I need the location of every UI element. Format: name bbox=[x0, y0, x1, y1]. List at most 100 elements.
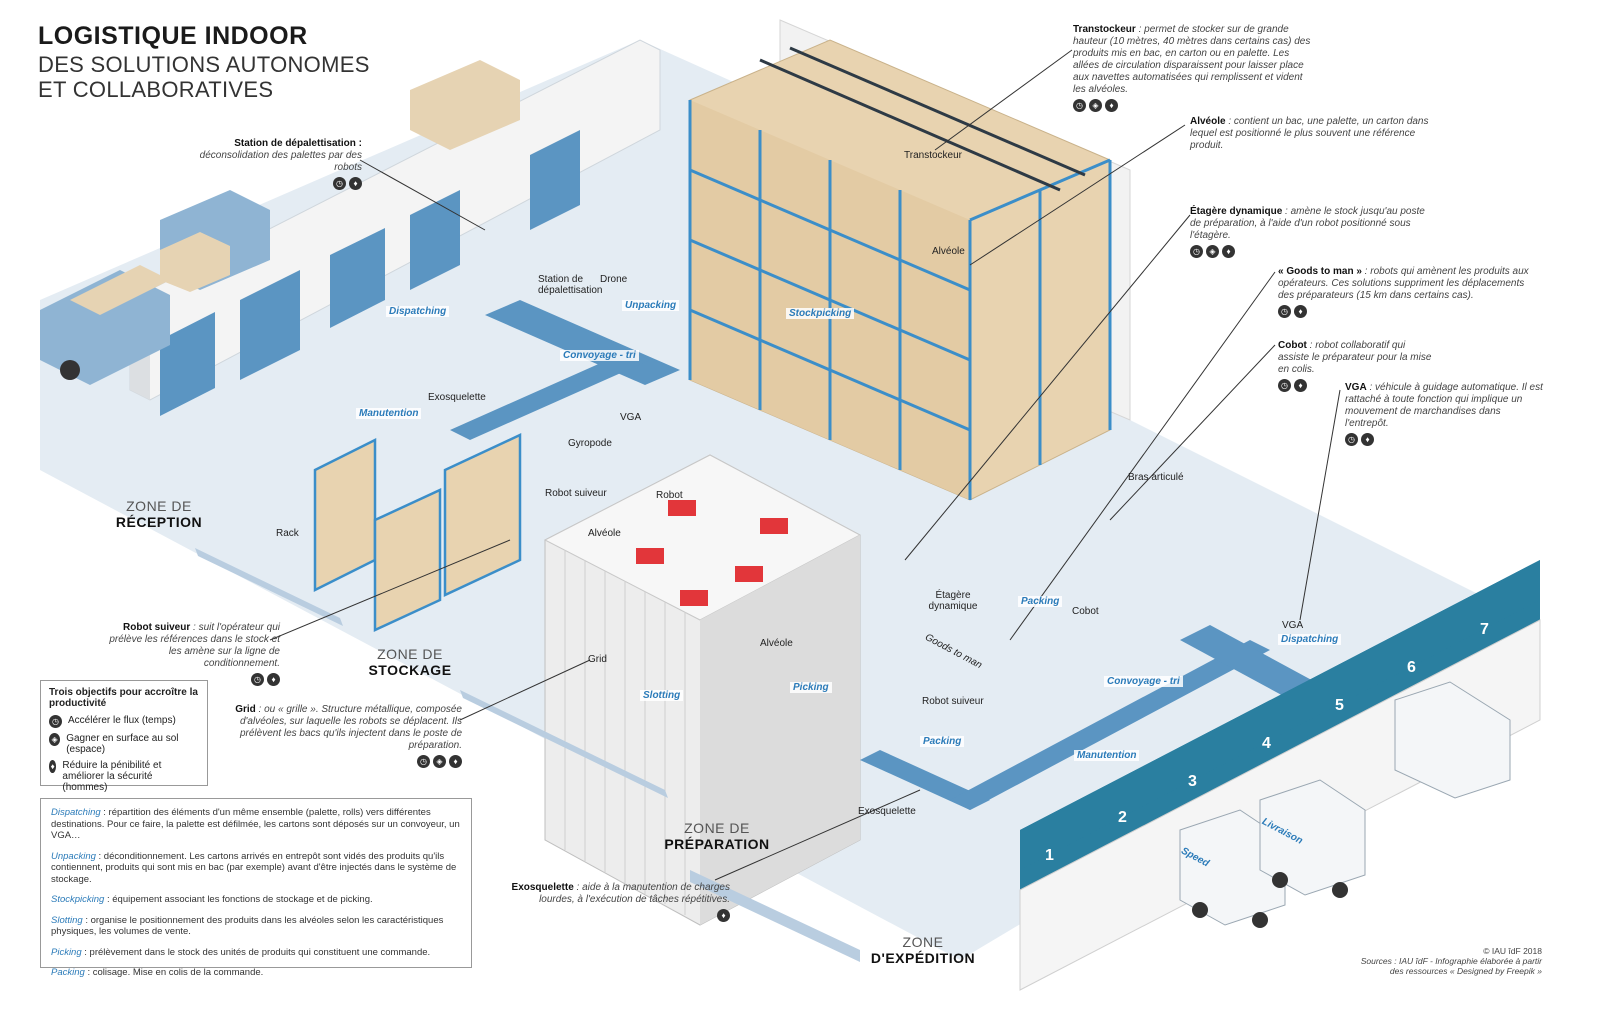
process-packing-2: Packing bbox=[920, 736, 965, 747]
callout-transtockeur-icons: ◷◈♦ bbox=[1073, 99, 1313, 112]
truck-1 bbox=[40, 265, 170, 385]
callout-robot-suiveur-icons: ◷♦ bbox=[94, 673, 280, 686]
clock-icon: ◷ bbox=[1278, 379, 1291, 392]
clock-icon: ◷ bbox=[333, 177, 346, 190]
callout-vga-desc: : véhicule à guidage automatique. Il est… bbox=[1345, 382, 1543, 429]
objective-item: ◈Gagner en surface au sol (espace) bbox=[49, 733, 199, 755]
callout-robot-suiveur-name: Robot suiveur bbox=[123, 622, 191, 633]
glossary-item: Stockpicking : équipement associant les … bbox=[51, 894, 461, 906]
person-icon: ♦ bbox=[349, 177, 362, 190]
glossary-item: Unpacking : déconditionnement. Les carto… bbox=[51, 851, 461, 886]
objective-item: ♦ Réduire la pénibilité et améliorer la s… bbox=[49, 760, 199, 793]
callout-transtockeur-desc: : permet de stocker sur de grande hauteu… bbox=[1073, 24, 1311, 95]
label-robot-suiveur-2: Robot suiveur bbox=[922, 696, 984, 707]
clock-icon: ◷ bbox=[417, 755, 430, 768]
clock-icon: ◷ bbox=[251, 673, 264, 686]
glossary-term: Dispatching bbox=[51, 807, 101, 818]
glossary-text: : organise le positionnement des produit… bbox=[51, 914, 444, 938]
objective-item: ◷ Accélérer le flux (temps) bbox=[49, 715, 199, 728]
label-alveole-grid: Alvéole bbox=[588, 528, 621, 539]
person-icon: ♦ bbox=[1361, 433, 1374, 446]
subtitle-line-2: ET COLLABORATIVES bbox=[38, 77, 274, 102]
zone-reception-top: ZONE DE bbox=[126, 498, 192, 514]
glossary: Dispatching : répartition des éléments d… bbox=[40, 798, 472, 978]
process-dispatching-2: Dispatching bbox=[1278, 634, 1342, 645]
label-vga-1: VGA bbox=[620, 412, 642, 423]
svg-text:5: 5 bbox=[1335, 697, 1344, 714]
leader-lines bbox=[269, 49, 1341, 881]
objective-text: Accélérer le flux (temps) bbox=[68, 715, 176, 726]
truck-3 bbox=[410, 60, 520, 150]
person-icon: ♦ bbox=[1222, 245, 1235, 258]
process-manutention-1: Manutention bbox=[356, 408, 422, 419]
objective-text: Réduire la pénibilité et améliorer la sé… bbox=[62, 760, 162, 793]
conveyor-lower bbox=[860, 625, 1330, 810]
glossary-item: Picking : prélèvement dans le stock des … bbox=[51, 947, 461, 959]
truck-2 bbox=[160, 190, 270, 292]
callout-vga-icons: ◷♦ bbox=[1345, 433, 1545, 446]
dock-doors bbox=[160, 130, 580, 416]
callout-transtockeur-name: Transtockeur bbox=[1073, 24, 1136, 35]
callout-grid-name: Grid bbox=[235, 704, 256, 715]
callout-goods-icons: ◷♦ bbox=[1278, 305, 1538, 318]
callout-station-name: Station de dépalettisation bbox=[234, 138, 356, 149]
transtockeur-rack bbox=[688, 39, 1112, 501]
van-livraison bbox=[1259, 779, 1366, 898]
cube-icon: ◈ bbox=[49, 733, 61, 746]
callout-station-desc: déconsolidation des palettes par des rob… bbox=[199, 150, 362, 173]
callout-goods-name: « Goods to man » bbox=[1278, 266, 1362, 277]
glossary-term: Slotting bbox=[51, 914, 83, 926]
callout-exosquelette-name: Exosquelette bbox=[511, 882, 574, 893]
cube-icon: ◈ bbox=[433, 755, 446, 768]
label-vga-2: VGA bbox=[1282, 620, 1304, 631]
grid-structure bbox=[543, 454, 862, 926]
zone-reception-bottom: RÉCEPTION bbox=[115, 514, 203, 530]
storage-racks bbox=[313, 433, 522, 632]
label-robot: Robot bbox=[656, 490, 683, 501]
callout-cobot-icons: ◷♦ bbox=[1278, 379, 1438, 392]
glossary-text: : équipement associant les fonctions de … bbox=[104, 894, 373, 905]
credit: © IAU îdF 2018 Sources : IAU îdF - Infog… bbox=[1361, 946, 1542, 976]
label-drone: Drone bbox=[600, 274, 628, 285]
label-exosquelette-2: Exosquelette bbox=[858, 806, 916, 817]
zone-expedition-top: ZONE bbox=[902, 934, 944, 950]
callout-grid: Grid : ou « grille ». Structure métalliq… bbox=[218, 704, 462, 768]
callout-cobot-name: Cobot bbox=[1278, 340, 1307, 351]
callout-goods-to-man: « Goods to man » : robots qui amènent le… bbox=[1278, 266, 1538, 318]
process-manutention-2: Manutention bbox=[1074, 750, 1140, 761]
clock-icon: ◷ bbox=[1073, 99, 1086, 112]
person-icon: ♦ bbox=[449, 755, 462, 768]
svg-text:2: 2 bbox=[1118, 809, 1127, 826]
callout-station-icons: ◷♦ bbox=[176, 177, 362, 190]
person-icon: ♦ bbox=[267, 673, 280, 686]
label-rack: Rack bbox=[276, 528, 299, 539]
clock-icon: ◷ bbox=[1345, 433, 1358, 446]
person-icon: ♦ bbox=[717, 909, 730, 922]
zone-arrows bbox=[195, 548, 860, 962]
clock-icon: ◷ bbox=[49, 715, 62, 728]
label-grid: Grid bbox=[588, 654, 607, 665]
glossary-text: : répartition des éléments d'un même ens… bbox=[51, 807, 460, 841]
van-dock bbox=[1394, 681, 1511, 799]
person-icon: ♦ bbox=[1105, 99, 1118, 112]
process-convoyage-2: Convoyage - tri bbox=[1104, 676, 1183, 687]
person-icon: ♦ bbox=[49, 760, 57, 773]
svg-text:7: 7 bbox=[1480, 621, 1489, 638]
process-stockpicking: Stockpicking bbox=[786, 308, 855, 319]
label-robot-suiveur-1: Robot suiveur bbox=[545, 488, 607, 499]
process-unpacking: Unpacking bbox=[622, 300, 680, 311]
callout-etagere-name: Étagère dynamique bbox=[1190, 206, 1283, 217]
clock-icon: ◷ bbox=[1190, 245, 1203, 258]
glossary-item: Dispatching : répartition des éléments d… bbox=[51, 807, 461, 842]
svg-text:4: 4 bbox=[1262, 735, 1271, 752]
process-packing-1: Packing bbox=[1018, 596, 1063, 607]
page-title: LOGISTIQUE INDOOR bbox=[38, 22, 308, 50]
callout-goods-desc: : robots qui amènent les produits aux op… bbox=[1278, 266, 1529, 301]
callout-vga: VGA : véhicule à guidage automatique. Il… bbox=[1345, 382, 1545, 446]
callout-exosquelette: Exosquelette : aide à la manutention de … bbox=[500, 882, 730, 922]
label-station: Station de dépalettisation bbox=[538, 274, 603, 296]
callout-exosquelette-icons: ♦ bbox=[500, 909, 730, 922]
zone-preparation-bottom: PRÉPARATION bbox=[664, 836, 770, 852]
callout-alveole: Alvéole : contient un bac, une palette, … bbox=[1190, 116, 1450, 152]
